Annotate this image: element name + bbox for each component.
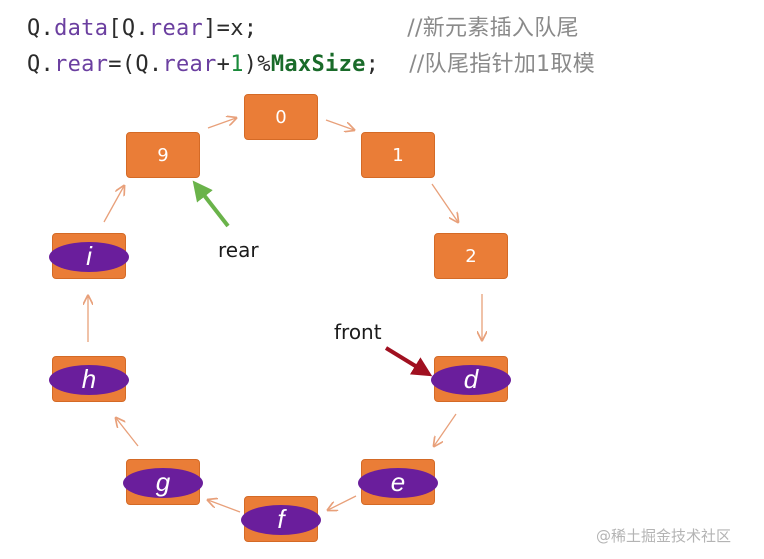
queue-slot-7: h — [49, 356, 129, 402]
code-token: MaxSize — [270, 52, 366, 77]
slot-label: 0 — [275, 106, 287, 128]
ring-arrow — [208, 500, 241, 513]
code-line-rear-increment: Q.rear=(Q.rear+1)%MaxSize;//队尾指针加1取模 — [27, 46, 595, 78]
code-token: . — [135, 16, 149, 41]
code-token: Q — [121, 16, 136, 41]
element-ellipse — [123, 468, 203, 498]
code-token: ; — [365, 52, 380, 77]
queue-slot-6: g — [123, 459, 203, 505]
ring-arrow — [207, 118, 236, 129]
slot-label: e — [390, 466, 406, 497]
slot-label: d — [463, 363, 479, 394]
queue-slot-9: 9 — [126, 132, 200, 178]
slot-label: 9 — [157, 144, 169, 166]
code-comment: //队尾指针加1取模 — [409, 52, 596, 77]
element-ellipse — [241, 505, 321, 535]
code-token: )% — [243, 52, 271, 77]
code-line-enqueue: Q.data[Q.rear]=x;//新元素插入队尾 — [27, 10, 579, 42]
slot-label: h — [81, 363, 97, 394]
queue-slot-1: 1 — [361, 132, 435, 178]
code-token: 1 — [230, 52, 244, 77]
code-token: . — [40, 16, 55, 41]
code-token: + — [216, 52, 231, 77]
queue-slot-3: d — [431, 356, 511, 402]
queue-slot-8: i — [49, 233, 129, 279]
code-token: rear — [148, 16, 204, 41]
front-pointer-arrow — [384, 346, 433, 377]
watermark: @稀土掘金技术社区 — [596, 527, 732, 545]
slot-label: 1 — [392, 144, 404, 166]
element-ellipse — [49, 365, 129, 395]
ring-arrow — [103, 186, 124, 223]
ring-arrow — [116, 418, 139, 447]
ring-arrow — [328, 495, 357, 510]
code-token: ]=x; — [203, 16, 258, 41]
code-token: rear — [162, 52, 217, 77]
queue-slot-5: f — [241, 496, 321, 542]
code-token: [ — [108, 16, 122, 41]
queue-slot-4: e — [358, 459, 438, 505]
element-ellipse — [431, 365, 511, 395]
element-ellipse — [49, 242, 129, 272]
rear-pointer-arrow — [192, 180, 230, 228]
ring-arrow — [434, 413, 457, 446]
element-ellipse — [358, 468, 438, 498]
slot-label: f — [277, 503, 285, 534]
code-token: data — [54, 16, 109, 41]
ring-arrow — [325, 119, 354, 130]
code-token: rear — [54, 52, 109, 77]
code-token: Q — [27, 16, 41, 41]
slot-label: i — [86, 240, 92, 271]
code-comment: //新元素插入队尾 — [407, 16, 579, 41]
slot-label: 2 — [465, 245, 477, 267]
code-token: =( — [108, 52, 136, 77]
code-token: Q — [27, 52, 41, 77]
code-token: Q — [135, 52, 149, 77]
ring-arrow — [431, 183, 458, 222]
code-token: . — [148, 52, 163, 77]
queue-slot-0: 0 — [244, 94, 318, 140]
queue-slot-2: 2 — [434, 233, 508, 279]
code-token: . — [40, 52, 55, 77]
slot-label: g — [155, 466, 171, 497]
rear-pointer-label: rear — [218, 238, 259, 262]
front-pointer-label: front — [334, 320, 382, 344]
